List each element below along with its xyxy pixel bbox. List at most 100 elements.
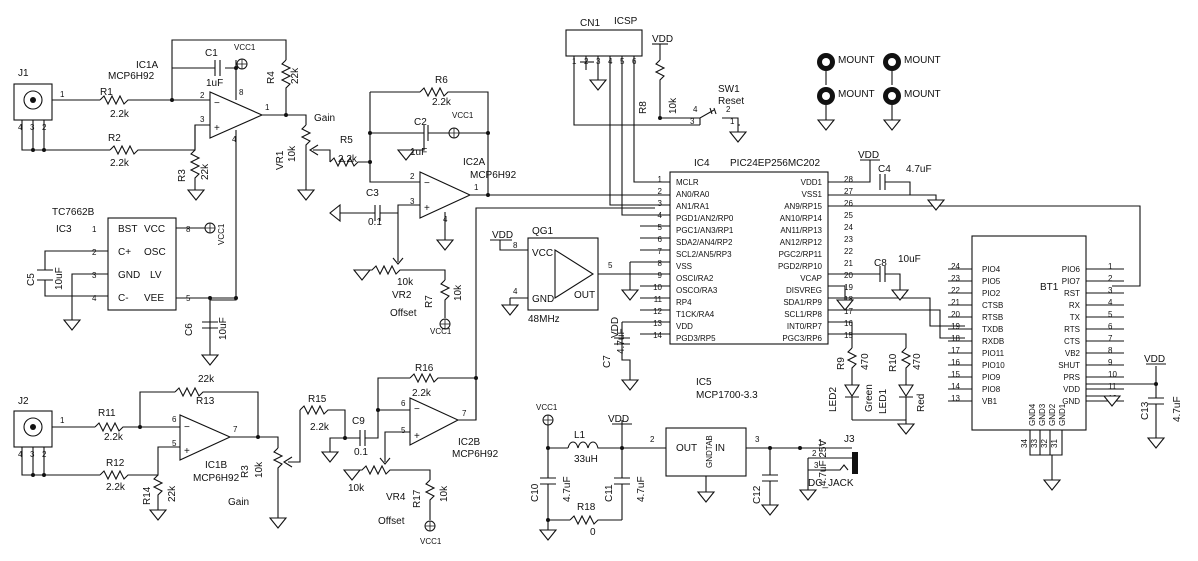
pin-label: 6	[1108, 322, 1113, 331]
svg-text:DC_JACK: DC_JACK	[808, 478, 854, 489]
svg-text:10k: 10k	[397, 277, 414, 288]
pin-label: GND1	[1058, 403, 1067, 426]
pin-label: VB1	[982, 397, 998, 406]
svg-text:3: 3	[814, 461, 819, 470]
mount-hole-icon	[817, 53, 835, 85]
svg-text:R8: R8	[638, 101, 649, 114]
svg-text:C6: C6	[184, 323, 195, 336]
svg-text:IC4: IC4	[694, 158, 710, 169]
r1	[99, 94, 175, 106]
sw1-reset-switch[interactable]: SW1 Reset 4 3 2 1	[685, 84, 744, 132]
pin-label: MCLR	[676, 178, 699, 187]
svg-text:10k: 10k	[453, 284, 464, 301]
pin-label: PIO6	[1062, 265, 1081, 274]
svg-text:+: +	[184, 446, 190, 457]
svg-text:R4: R4	[266, 71, 277, 84]
pin-label: 28	[844, 175, 853, 184]
svg-text:MOUNT: MOUNT	[838, 89, 875, 100]
ground-icon	[761, 504, 779, 516]
pin-label: 11	[654, 295, 663, 304]
ground-icon	[539, 529, 557, 541]
svg-text:VDD: VDD	[608, 414, 629, 425]
svg-text:2.2k: 2.2k	[110, 158, 130, 169]
svg-text:R1: R1	[100, 87, 113, 98]
svg-text:MCP6H92: MCP6H92	[470, 170, 517, 181]
svg-text:22k: 22k	[167, 485, 178, 502]
svg-text:VCC1: VCC1	[217, 223, 226, 245]
svg-text:8: 8	[239, 88, 244, 97]
svg-text:33uH: 33uH	[574, 454, 598, 465]
svg-text:10uF: 10uF	[54, 267, 65, 290]
pin-label: 1	[1108, 262, 1113, 271]
pin-label: 9	[658, 271, 663, 280]
led1-red: LED1 Red	[878, 384, 927, 420]
led2-green: LED2 Green	[828, 384, 875, 420]
j3-dc-jack[interactable]: J3 DC_JACK 1 2 3	[798, 434, 858, 489]
ground-icon	[187, 189, 205, 201]
svg-text:GNDTAB: GNDTAB	[705, 435, 714, 468]
svg-text:3: 3	[755, 435, 760, 444]
svg-text:C8: C8	[874, 258, 887, 269]
svg-text:+: +	[214, 123, 220, 134]
pin-label: 15	[844, 331, 853, 340]
pin-label: 23	[844, 235, 853, 244]
svg-text:VCC: VCC	[532, 248, 553, 259]
svg-text:4.7uF: 4.7uF	[906, 164, 932, 175]
j1-ref: J1	[18, 68, 29, 79]
svg-text:R17: R17	[412, 489, 423, 508]
pin-label: OSCO/RA3	[676, 286, 718, 295]
svg-text:1: 1	[92, 225, 97, 234]
ground-icon	[927, 199, 945, 211]
pin-label: SCL1/RP8	[784, 310, 822, 319]
vcc1-icon	[236, 58, 248, 70]
svg-text:VDD: VDD	[492, 230, 513, 241]
ground-icon	[1043, 479, 1061, 491]
pin-label: SCL2/AN5/RP3	[676, 250, 732, 259]
ground-icon	[436, 239, 454, 251]
svg-text:3: 3	[200, 115, 205, 124]
pin-number: 32	[1040, 439, 1049, 448]
svg-text:L1: L1	[574, 430, 586, 441]
pin-label: PIO8	[982, 385, 1001, 394]
vcc1-icon	[424, 520, 436, 532]
pin-label: PIO10	[982, 361, 1005, 370]
svg-text:R7: R7	[424, 295, 435, 308]
ground-icon	[897, 423, 915, 435]
svg-text:1: 1	[474, 183, 479, 192]
svg-text:7: 7	[233, 425, 238, 434]
pin-label: PGC1/AN3/RP1	[676, 226, 734, 235]
ic2b-opamp: − + IC2B MCP6H92 6 5 7	[401, 397, 499, 460]
svg-text:1: 1	[818, 438, 823, 447]
ground-icon	[501, 304, 519, 316]
svg-text:MOUNT: MOUNT	[904, 55, 941, 66]
svg-text:BST: BST	[118, 224, 137, 235]
svg-text:C4: C4	[878, 164, 891, 175]
pin-label: AN0/RA0	[676, 190, 710, 199]
pin-label: 12	[653, 307, 662, 316]
pin-label: VSS1	[802, 190, 823, 199]
svg-text:3: 3	[410, 197, 415, 206]
ground-icon	[729, 131, 747, 143]
svg-text:SW1: SW1	[718, 84, 740, 95]
pin-label: SHUT	[1058, 361, 1080, 370]
svg-text:4: 4	[693, 105, 698, 114]
pin-label: TXDB	[982, 325, 1003, 334]
pin-label: 15	[951, 370, 960, 379]
pin-label: 22	[951, 286, 960, 295]
pin-label: 13	[951, 394, 960, 403]
svg-text:−: −	[414, 404, 420, 415]
pin-label: 25	[844, 211, 853, 220]
svg-text:4.7uF: 4.7uF	[616, 328, 627, 354]
svg-text:TC7662B: TC7662B	[52, 207, 95, 218]
qg1-oscillator: QG1 48MHz VCC GND OUT 8 4 5	[513, 226, 613, 325]
svg-text:22k: 22k	[200, 163, 211, 180]
svg-text:C10: C10	[530, 483, 541, 502]
svg-text:2: 2	[650, 435, 655, 444]
ground-icon	[269, 517, 287, 529]
svg-text:4: 4	[92, 294, 97, 303]
pin-label: 23	[951, 274, 960, 283]
svg-text:R14: R14	[142, 486, 153, 505]
svg-text:LED1: LED1	[878, 389, 889, 414]
svg-text:C2: C2	[414, 117, 427, 128]
